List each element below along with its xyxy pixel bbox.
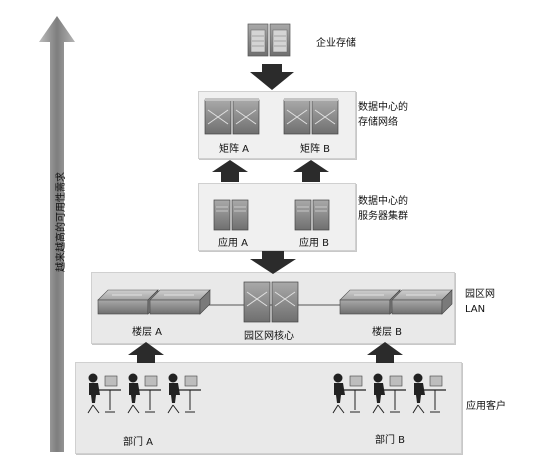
floor-b-switches: [339, 289, 453, 315]
arrow-app-b-to-array-b: [293, 160, 329, 182]
floor-a-label: 楼层 A: [132, 327, 163, 338]
campus-core-label: 园区网核心: [244, 331, 294, 342]
server-app-b-device: [294, 199, 330, 231]
app-b-label: 应用 B: [299, 238, 330, 249]
campus-core-device: [243, 281, 299, 323]
array-a-label: 矩阵 A: [219, 144, 250, 155]
arrow-app-a-to-array-a: [212, 160, 248, 182]
storage-network-label-line1: 数据中心的: [358, 102, 408, 113]
arrow-storage-to-arrays: [250, 64, 294, 90]
floor-b-label: 楼层 B: [372, 327, 403, 338]
server-cluster-label-line2: 服务器集群: [358, 211, 408, 222]
dept-a-workstations: [87, 373, 201, 414]
enterprise-storage-device: [247, 23, 291, 57]
campus-lan-label-line1: 园区网: [465, 289, 495, 300]
dept-a-label: 部门 A: [123, 437, 154, 448]
app-a-label: 应用 A: [218, 238, 249, 249]
arrow-servers-to-core: [250, 251, 296, 274]
dept-b-workstations: [332, 373, 446, 414]
dept-b-label: 部门 B: [375, 435, 406, 446]
switch-array-b-device: [283, 98, 339, 135]
server-cluster-label-line1: 数据中心的: [358, 196, 408, 207]
availability-axis-arrow: [39, 16, 75, 452]
arrow-dept-a-to-floor-a: [128, 342, 164, 363]
switch-array-a-device: [204, 98, 260, 135]
server-app-a-device: [213, 199, 249, 231]
arrow-dept-b-to-floor-b: [367, 342, 403, 363]
enterprise-storage-label: 企业存储: [316, 38, 356, 49]
clients-label: 应用客户: [466, 401, 506, 412]
floor-a-switches: [97, 289, 211, 315]
array-b-label: 矩阵 B: [300, 144, 331, 155]
availability-axis-label: 越来越高的可用性需求: [56, 172, 67, 272]
storage-network-label-line2: 存储网络: [358, 117, 398, 128]
campus-lan-label-line2: LAN: [465, 304, 486, 315]
